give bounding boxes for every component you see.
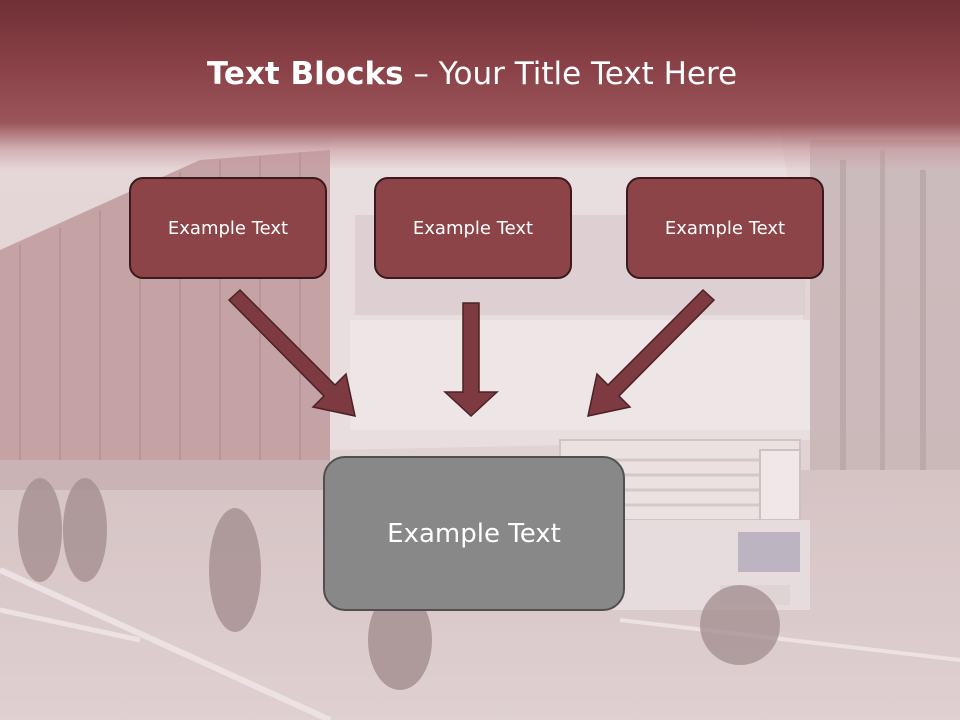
title-band — [0, 0, 960, 170]
slide-title: Text Blocks – Your Title Text Here — [0, 56, 944, 92]
text-block-1[interactable]: Example Text — [129, 177, 327, 279]
text-block-3[interactable]: Example Text — [626, 177, 824, 279]
center-text-block[interactable]: Example Text — [323, 456, 625, 611]
title-bold-part: Text Blocks — [206, 56, 404, 92]
text-block-2[interactable]: Example Text — [374, 177, 572, 279]
title-rest-part: – Your Title Text Here — [403, 56, 738, 92]
